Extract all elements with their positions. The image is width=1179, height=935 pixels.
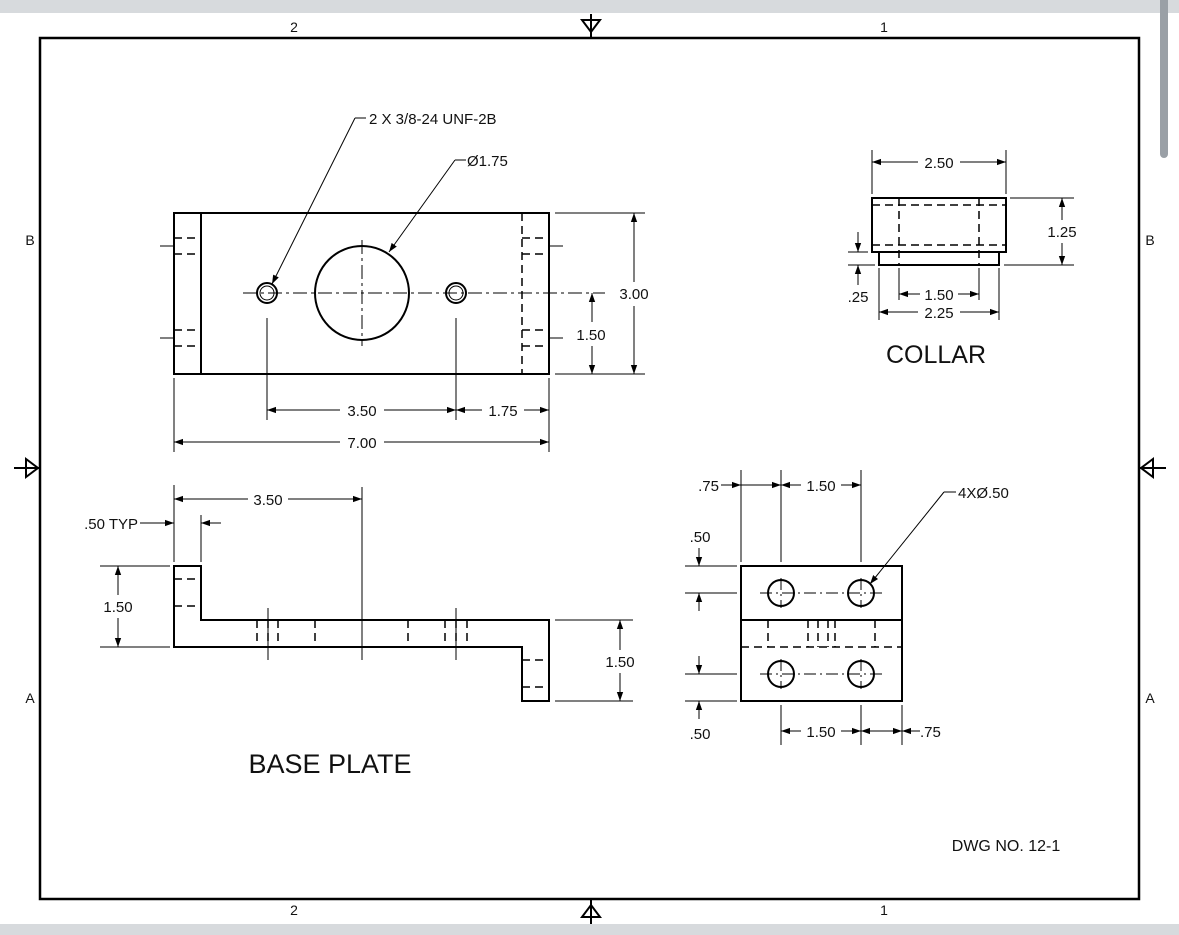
left-height-label: 1.50 bbox=[103, 599, 132, 616]
centering-mark-right bbox=[1139, 457, 1166, 479]
center-distance-label: 3.50 bbox=[253, 492, 282, 509]
hole-spacing-label: 3.50 bbox=[347, 403, 376, 420]
block-left-edge-label: .75 bbox=[698, 478, 719, 495]
collar-view: 2.50 1.25 .25 1.50 2.25 bbox=[848, 150, 1077, 322]
collar-width-label: 2.50 bbox=[924, 155, 953, 172]
center-height-label: 1.50 bbox=[576, 327, 605, 344]
thickness-typ-label: .50 TYP bbox=[84, 516, 138, 533]
zone-label-top-1: 1 bbox=[880, 19, 888, 35]
zone-label-bottom-2: 2 bbox=[290, 902, 298, 918]
scrollbar-thumb[interactable] bbox=[1160, 0, 1168, 158]
zone-label-left-b: B bbox=[25, 232, 34, 248]
zone-label-bottom-1: 1 bbox=[880, 902, 888, 918]
block-right-edge-label: .75 bbox=[920, 724, 941, 741]
bottom-toolbar-strip bbox=[0, 924, 1179, 935]
hole-block-view: .75 1.50 4XØ.50 .50 .50 1.50 .75 bbox=[685, 470, 1009, 745]
block-top-spacing-label: 1.50 bbox=[806, 478, 835, 495]
sheet-border bbox=[38, 36, 1141, 901]
drawing-number: DWG NO. 12-1 bbox=[952, 838, 1061, 855]
collar-outer-label: 2.25 bbox=[924, 305, 953, 322]
centering-mark-bottom bbox=[580, 899, 602, 924]
right-height-label: 1.50 bbox=[605, 654, 634, 671]
centering-mark-left bbox=[14, 457, 40, 479]
top-toolbar-strip bbox=[0, 0, 1179, 13]
block-top-offset-label: .50 bbox=[690, 529, 711, 546]
length-label: 7.00 bbox=[347, 435, 376, 452]
height-3-00-label: 3.00 bbox=[619, 286, 648, 303]
base-plate-top-view: 2 X 3/8-24 UNF-2B Ø1.75 3.00 1.50 3.50 1… bbox=[160, 111, 649, 452]
centering-mark-top bbox=[580, 14, 602, 38]
edge-to-hole-label: 1.75 bbox=[488, 403, 517, 420]
hole-diameter-label: Ø1.75 bbox=[467, 153, 508, 170]
hole-count-label: 4XØ.50 bbox=[958, 485, 1009, 502]
base-plate-title: BASE PLATE bbox=[248, 749, 411, 779]
base-plate-front-view: 3.50 .50 TYP 1.50 1.50 bbox=[84, 485, 635, 702]
zone-label-right-b: B bbox=[1145, 232, 1154, 248]
collar-title: COLLAR bbox=[886, 341, 986, 369]
collar-inner-label: 1.50 bbox=[924, 287, 953, 304]
collar-height-label: 1.25 bbox=[1047, 224, 1076, 241]
collar-step-label: .25 bbox=[848, 289, 869, 306]
zone-label-right-a: A bbox=[1145, 690, 1155, 706]
block-bottom-offset-label: .50 bbox=[690, 726, 711, 743]
block-bottom-spacing-label: 1.50 bbox=[806, 724, 835, 741]
thread-callout-label: 2 X 3/8-24 UNF-2B bbox=[369, 111, 497, 128]
zone-label-left-a: A bbox=[25, 690, 35, 706]
zone-label-top-2: 2 bbox=[290, 19, 298, 35]
